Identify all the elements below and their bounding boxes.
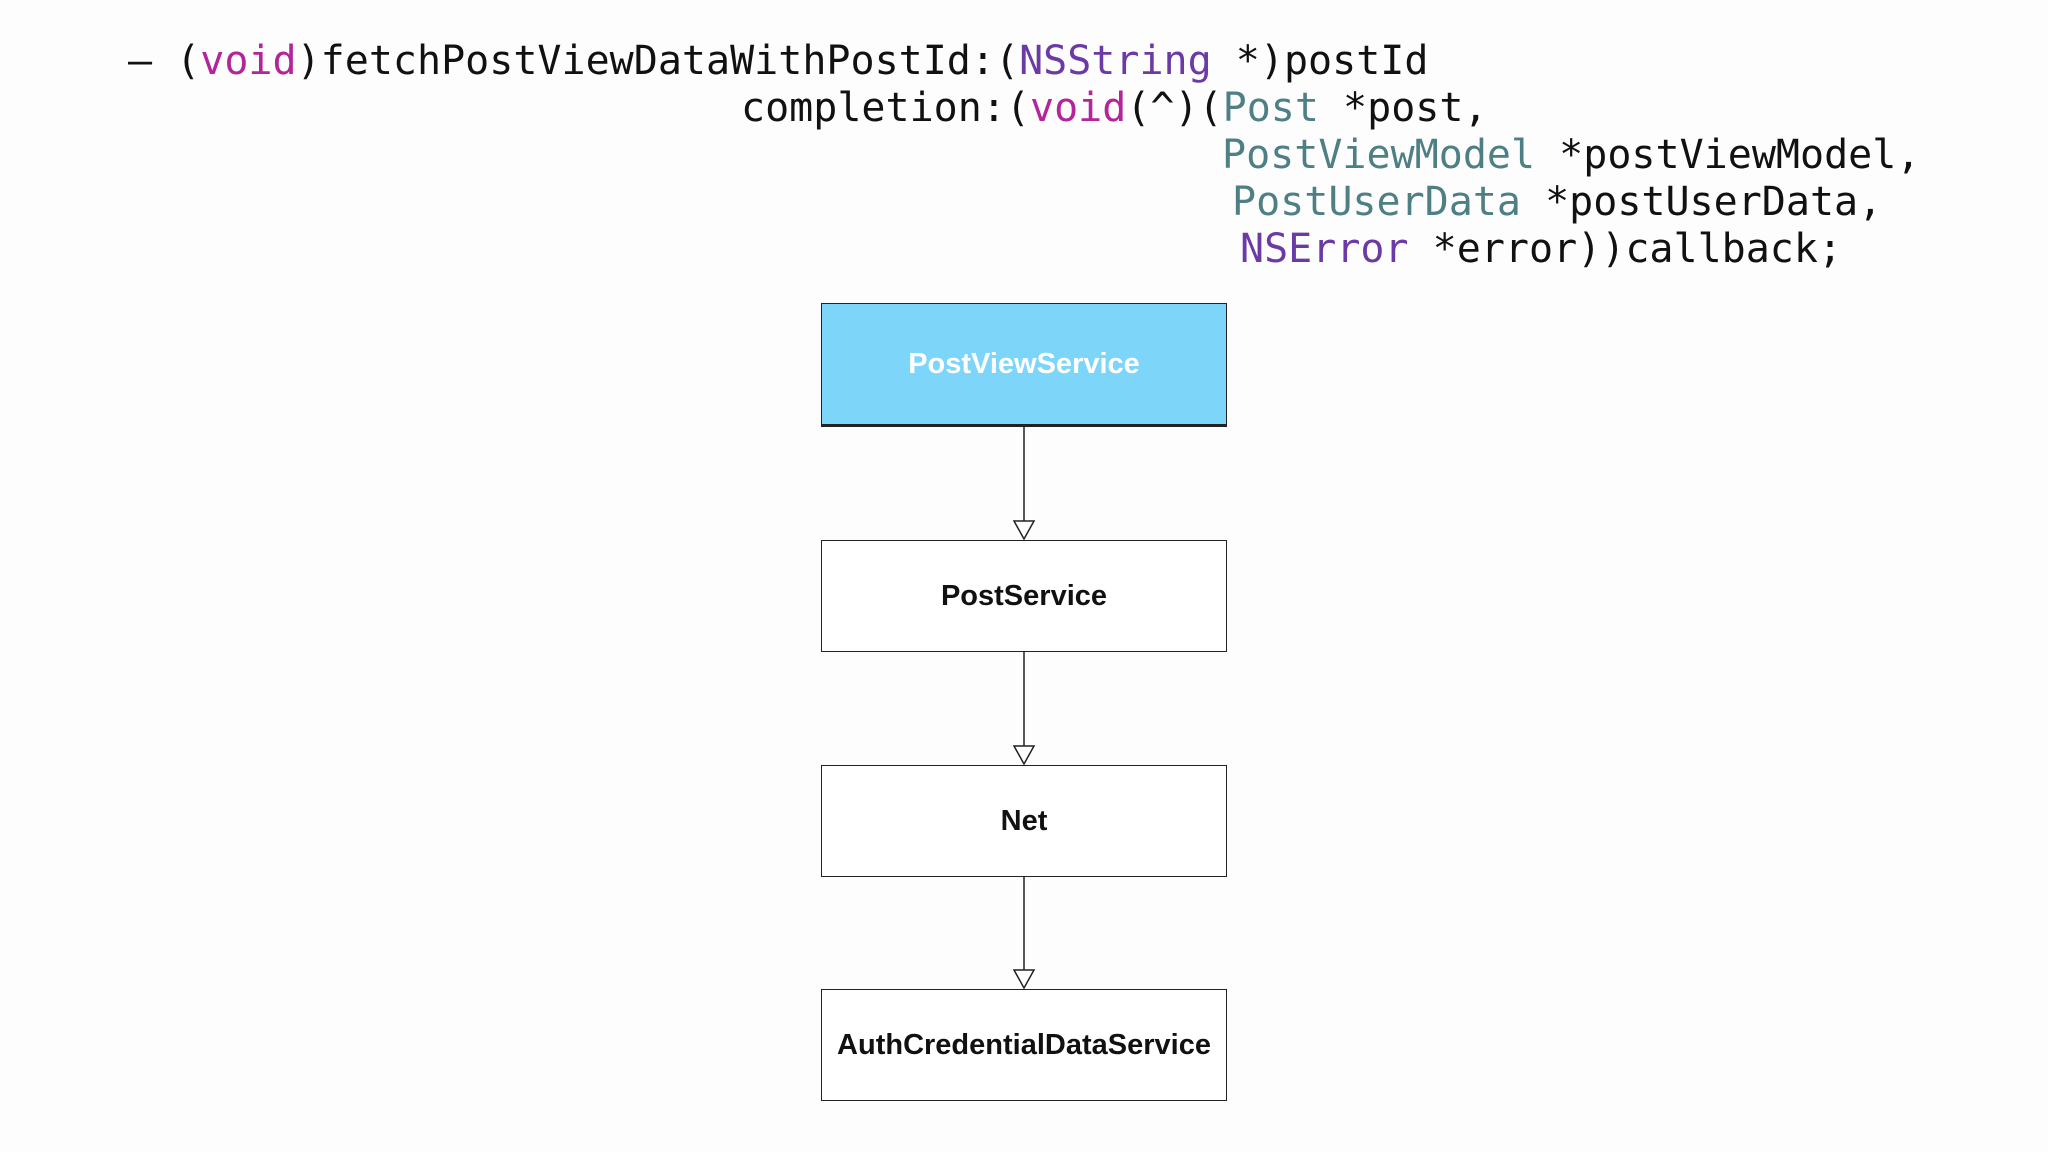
nsstring-type: NSString [1019,38,1212,84]
void-keyword: void [1029,85,1127,131]
node-auth-credential-data-service: AuthCredentialDataService [821,989,1227,1101]
arrowhead [1012,745,1036,766]
node-post-view-service: PostViewService [821,303,1227,427]
signature-line-2: completion:(void(^)(Post *post, [741,85,1488,132]
arrowhead [1012,520,1036,541]
open-paren: ( [176,38,201,84]
signature-line-3: PostViewModel *postViewModel, [1222,132,1920,179]
post-type: Post [1222,85,1319,131]
signature-line-4: PostUserData *postUserData, [1232,179,1882,226]
post-param: *post, [1318,85,1488,131]
post-view-model-param: *postViewModel, [1535,132,1921,178]
signature-line-5: NSError *error))callback; [1240,226,1842,273]
nserror-type: NSError [1240,226,1409,272]
method-dash: – [128,38,177,84]
block-syntax: (^)( [1126,85,1223,131]
edge-post-service-to-net [1012,651,1036,766]
edge-net-to-auth-credential-data-service [1012,876,1036,990]
edge-post-view-service-to-post-service [1012,426,1036,541]
signature-line-1: – (void)fetchPostViewDataWithPostId:(NSS… [128,38,1428,85]
post-id-param: *)postId [1211,38,1429,84]
node-post-service: PostService [821,540,1227,652]
method-name: )fetchPostViewDataWithPostId:( [296,38,1020,84]
completion-label: completion:( [741,85,1030,131]
node-label: PostService [940,579,1108,612]
post-view-model-type: PostViewModel [1222,132,1536,178]
arrowhead [1012,969,1036,990]
post-user-data-type: PostUserData [1232,179,1521,225]
node-label: PostViewService [908,347,1140,380]
post-user-data-param: *postUserData, [1520,179,1883,225]
void-keyword: void [200,38,297,84]
node-label: Net [1000,804,1048,837]
error-param: *error))callback; [1408,226,1843,272]
method-signature: – (void)fetchPostViewDataWithPostId:(NSS… [0,0,1920,470]
node-label: AuthCredentialDataService [837,1028,1211,1061]
node-net: Net [821,765,1227,877]
